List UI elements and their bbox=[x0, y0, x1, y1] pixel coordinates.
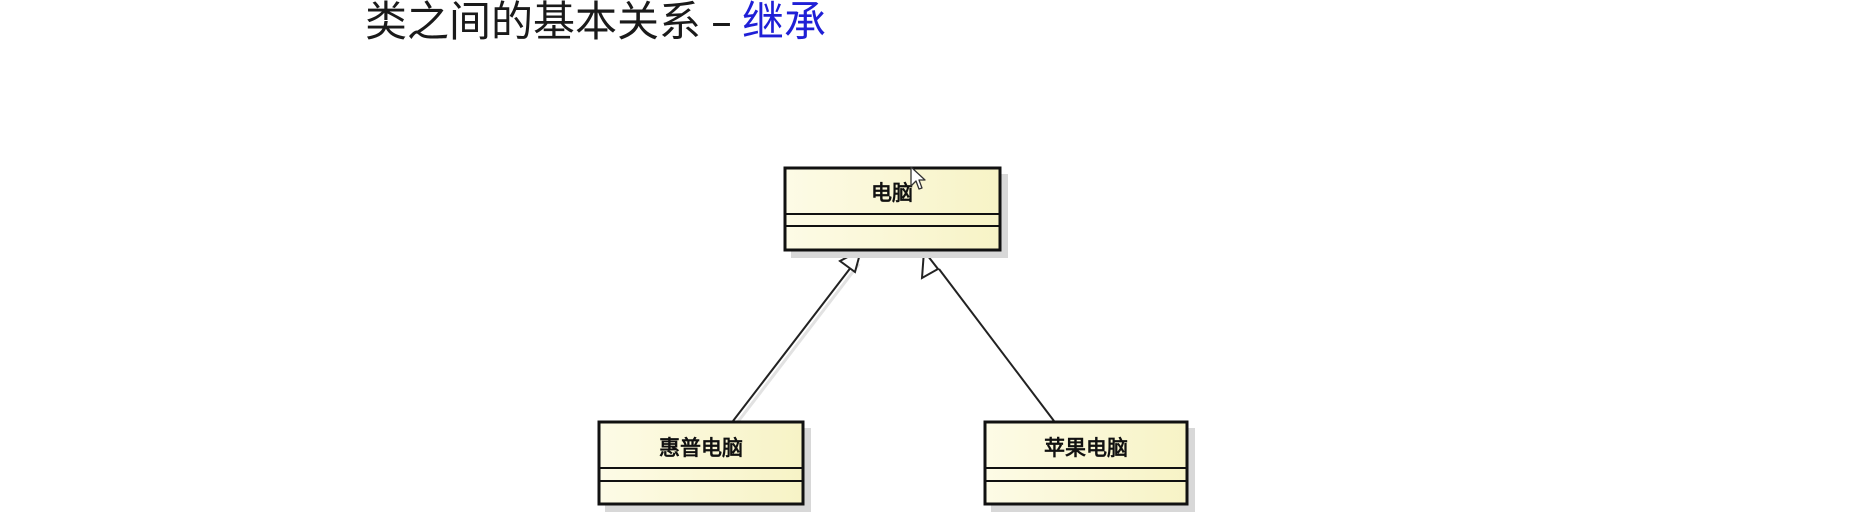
class-box bbox=[597, 420, 805, 506]
inheritance-line-hp bbox=[735, 263, 861, 424]
title-separator: – bbox=[711, 0, 733, 46]
class-name-computer: 电脑 bbox=[871, 180, 913, 205]
slide-title: 类之间的基本关系–继承 bbox=[365, 0, 826, 50]
class-name-apple-computer: 苹果电脑 bbox=[1044, 435, 1128, 460]
relation-apple-to-computer bbox=[920, 248, 1055, 422]
mouse-cursor-icon bbox=[910, 166, 926, 190]
inheritance-line-hp bbox=[732, 261, 856, 422]
relation-hp-to-computer bbox=[732, 248, 863, 424]
uml-class-hp-computer[interactable]: 惠普电脑 bbox=[597, 420, 811, 512]
class-box bbox=[783, 166, 1002, 252]
title-main: 类之间的基本关系 bbox=[365, 0, 702, 46]
class-name-hp-computer: 惠普电脑 bbox=[659, 435, 743, 460]
uml-class-apple-computer[interactable]: 苹果电脑 bbox=[983, 420, 1195, 512]
title-highlight: 继承 bbox=[742, 0, 827, 46]
inheritance-line-apple bbox=[938, 268, 1055, 422]
uml-class-computer[interactable]: 电脑 bbox=[783, 166, 1008, 258]
class-box bbox=[983, 420, 1189, 506]
